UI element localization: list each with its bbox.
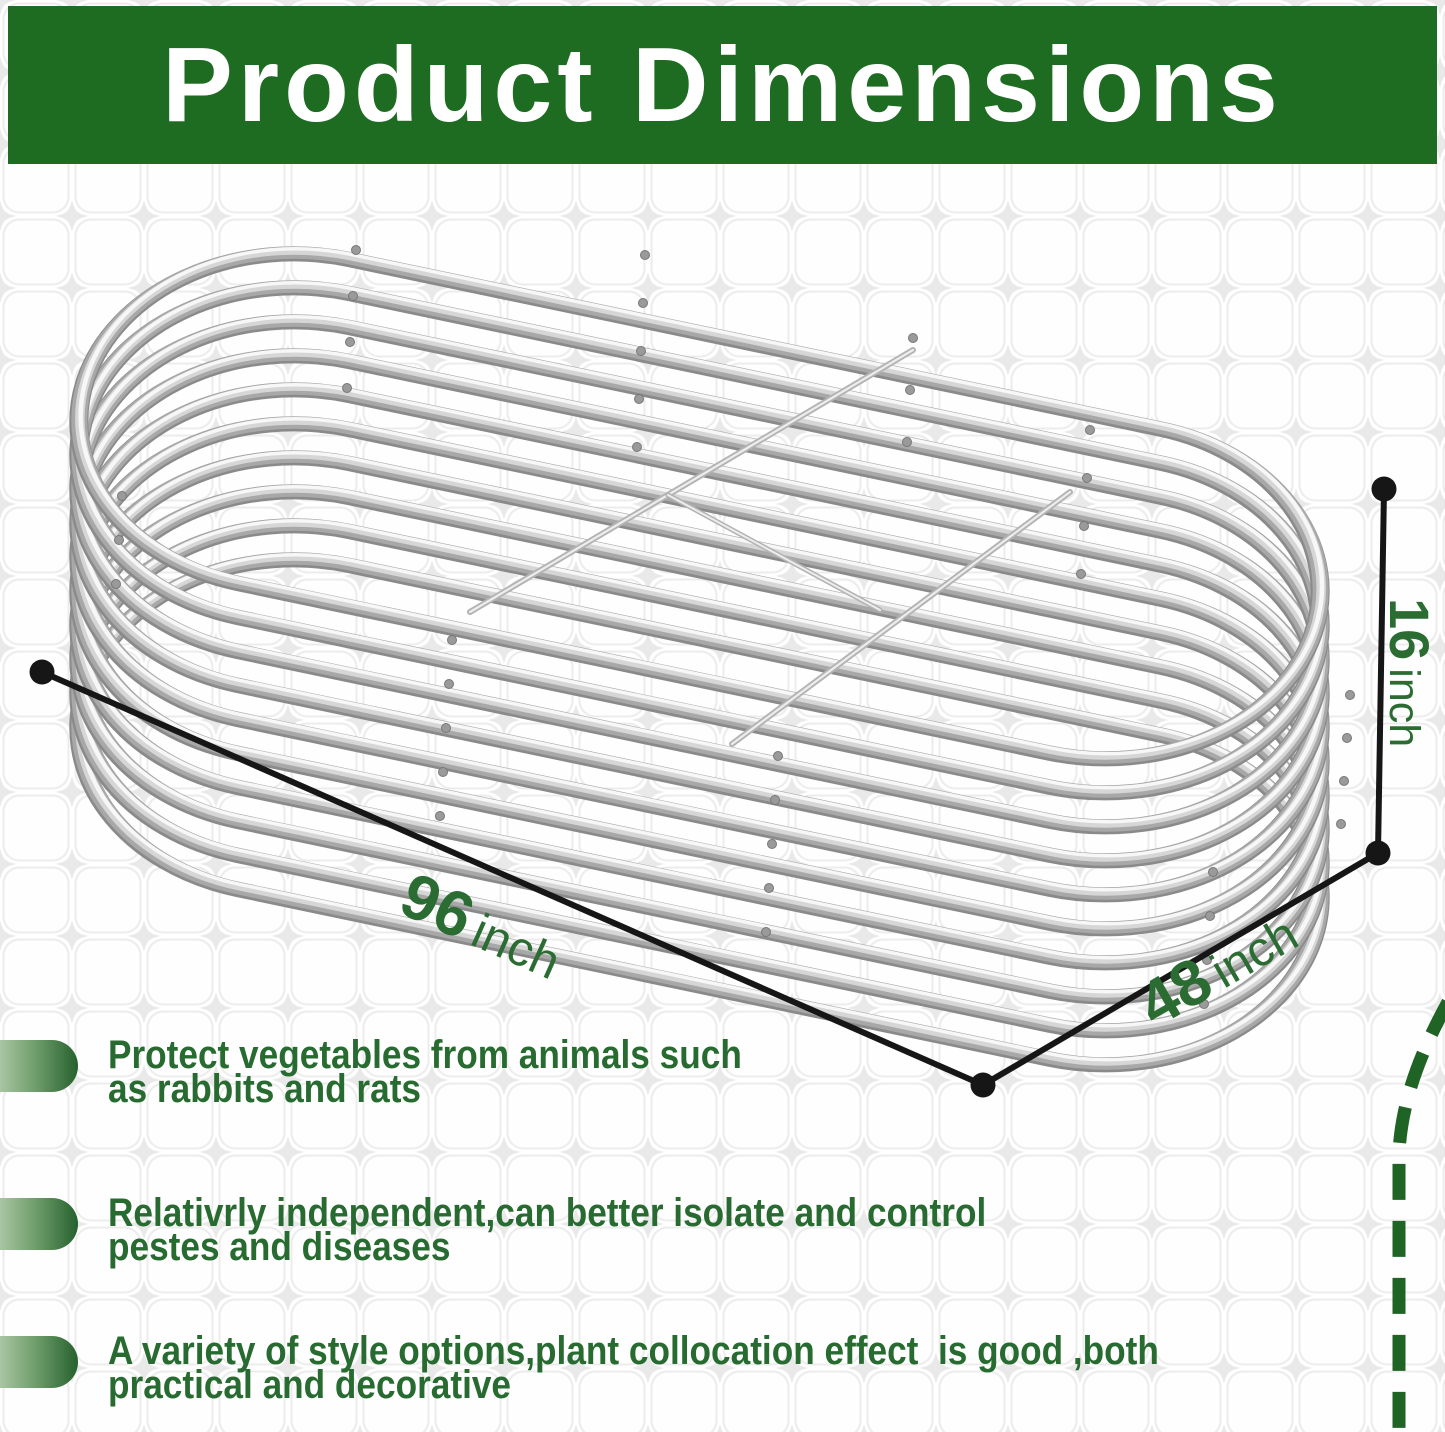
height-unit: inch bbox=[1380, 668, 1428, 748]
dimension-endpoint-dot bbox=[970, 1072, 996, 1098]
feature-bullet-bar bbox=[0, 1198, 78, 1250]
rivets bbox=[111, 245, 1355, 1009]
feature-item: Relativrly independent,can better isolat… bbox=[0, 1191, 1106, 1269]
garden-bed-illustration bbox=[30, 211, 1370, 1103]
dashed-curve-decoration bbox=[1392, 998, 1445, 1432]
feature-text: pestes and diseases bbox=[108, 1225, 451, 1269]
feature-item: Protect vegetables from animals such as … bbox=[0, 1033, 828, 1111]
header-banner: Product Dimensions bbox=[8, 6, 1437, 164]
dimension-endpoint-dot bbox=[1365, 840, 1391, 866]
feature-bullet-bar bbox=[0, 1040, 78, 1092]
cross-brace-rods bbox=[467, 347, 1073, 747]
dimension-label-height: 16 inch bbox=[1378, 598, 1441, 748]
feature-text: Relativrly independent,can better isolat… bbox=[108, 1191, 987, 1235]
feature-text: Protect vegetables from animals such bbox=[108, 1033, 742, 1077]
height-value: 16 bbox=[1378, 598, 1441, 661]
feature-text: practical and decorative bbox=[108, 1363, 512, 1407]
page-title: Product Dimensions bbox=[162, 25, 1283, 144]
feature-item: A variety of style options,plant colloca… bbox=[0, 1329, 1302, 1407]
feature-text: as rabbits and rats bbox=[108, 1067, 422, 1111]
dimension-endpoint-dot bbox=[29, 659, 55, 685]
feature-text: A variety of style options,plant colloca… bbox=[108, 1329, 1159, 1373]
feature-bullet-bar bbox=[0, 1336, 78, 1388]
dimension-lines bbox=[29, 476, 1397, 1098]
dimension-endpoint-dot bbox=[1371, 476, 1397, 502]
